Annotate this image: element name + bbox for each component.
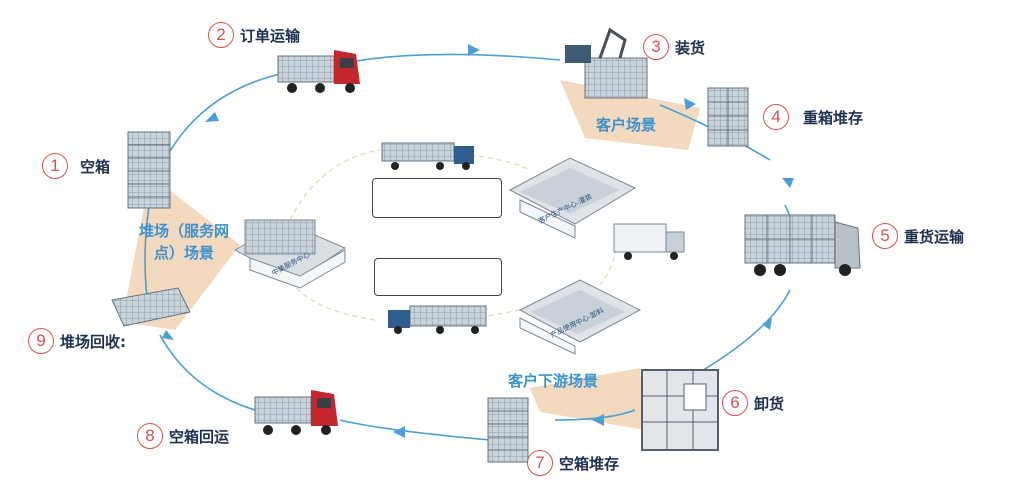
outer-cycle	[144, 53, 801, 441]
step-9: 9 堆场回收:	[28, 328, 126, 354]
blank-label-box-bottom	[374, 258, 502, 296]
step-label: 空箱堆存	[559, 454, 620, 473]
unloading-container	[641, 369, 719, 451]
step-label: 空箱回运	[169, 427, 230, 446]
step-number: 6	[722, 390, 748, 416]
heavy-truck	[744, 214, 861, 276]
step-label: 装货	[675, 38, 706, 57]
order-truck	[277, 50, 360, 93]
zone-label-downstream: 客户下游场景	[508, 372, 599, 390]
zone-label-yard: 堆场（服务网 点）场景	[124, 220, 244, 264]
step-7: 7 空箱堆存	[527, 450, 619, 476]
step-number: 9	[28, 328, 54, 354]
factory-top	[508, 157, 637, 239]
step-5: 5 重货运输	[872, 223, 964, 249]
step-8: 8 空箱回运	[137, 423, 229, 449]
step-4: 4 重箱堆存	[763, 104, 863, 130]
step-number: 7	[527, 450, 553, 476]
blank-label-box-top	[372, 178, 502, 218]
zone-label-customer: 客户场景	[596, 116, 657, 134]
step-number: 2	[208, 22, 234, 48]
folded-box	[111, 287, 191, 327]
step-label: 堆场回收:	[60, 332, 126, 351]
zone-label-yard-line1: 堆场（服务网	[138, 222, 229, 240]
step-3: 3 装货	[643, 34, 705, 60]
return-truck	[254, 390, 338, 435]
flow-arrowheads	[162, 44, 794, 438]
inner-truck-bottom	[388, 305, 487, 334]
empty-stack-downstream	[487, 397, 529, 463]
empty-box-stack	[127, 131, 171, 209]
step-label: 空箱	[80, 157, 111, 176]
step-6: 6 卸货	[722, 390, 784, 416]
factory-bottom	[518, 279, 642, 355]
step-label: 订单运输	[240, 26, 301, 45]
inner-van	[613, 223, 685, 260]
yard-zone-fan	[122, 175, 240, 330]
step-2: 2 订单运输	[208, 22, 300, 48]
full-box-stack	[707, 87, 749, 147]
step-number: 5	[872, 223, 898, 249]
service-hub	[233, 219, 347, 289]
step-number: 4	[763, 104, 789, 130]
loading-station	[565, 27, 648, 99]
step-label: 重箱堆存	[803, 108, 864, 127]
step-number: 3	[643, 34, 669, 60]
step-1: 1 空箱	[42, 153, 110, 179]
step-number: 1	[42, 153, 68, 179]
zone-label-yard-line2: 点）场景	[153, 244, 214, 262]
step-label: 卸货	[754, 394, 785, 413]
step-label: 重货运输	[904, 227, 965, 246]
inner-truck-top	[381, 142, 474, 170]
step-number: 8	[137, 423, 163, 449]
